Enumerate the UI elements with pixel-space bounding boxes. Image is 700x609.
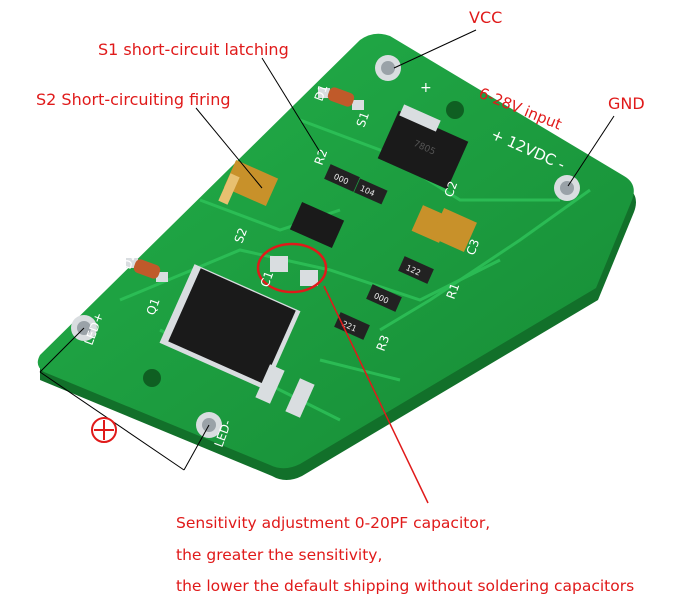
- note-line-3: the lower the default shipping without s…: [176, 577, 635, 595]
- pcb-board: [37, 33, 634, 469]
- capacitor-s2: [218, 159, 279, 207]
- silk-d2: D2: [120, 250, 139, 271]
- mounting-hole-gnd: [554, 175, 580, 201]
- regulator-chip: 7805: [377, 104, 469, 190]
- silk-q1: Q1: [144, 296, 163, 317]
- silk-s1: S1: [354, 110, 372, 129]
- label-s2: S2 Short-circuiting firing: [36, 90, 231, 109]
- smd-resistors: 000 104 122 000 221: [324, 164, 434, 340]
- silk-r1: R1: [444, 281, 463, 301]
- silk-c2: C2: [442, 179, 461, 199]
- label-vcc: VCC: [469, 8, 503, 27]
- silk-c1: C1: [258, 269, 277, 289]
- board-via: [143, 369, 161, 387]
- sensitivity-capacitor-pads: [270, 256, 318, 286]
- touch-ic: [289, 201, 345, 249]
- silk-r3: R3: [374, 333, 393, 353]
- capacitor-c3: [431, 208, 477, 252]
- note-line-2: the greater the sensitivity,: [176, 546, 383, 564]
- mosfet-q1: [159, 264, 315, 418]
- silk-c3: C3: [464, 237, 483, 257]
- silk-plus: +: [420, 80, 432, 96]
- silk-d1: D1: [312, 82, 331, 103]
- silk-r2: R2: [312, 147, 331, 167]
- label-gnd: GND: [608, 94, 645, 113]
- annotation-lines: [39, 29, 615, 471]
- sensitivity-leader-line: [323, 285, 429, 504]
- note-line-1: Sensitivity adjustment 0-20PF capacitor,: [176, 514, 491, 532]
- board-via-top: [446, 101, 464, 119]
- mounting-hole-top: [375, 55, 401, 81]
- silk-s2: S2: [232, 226, 250, 245]
- circled-minus-icon: [91, 417, 117, 443]
- sensitivity-highlight-circle: [256, 242, 328, 294]
- label-s1: S1 short-circuit latching: [98, 40, 289, 59]
- diode-d1: [318, 87, 364, 110]
- diode-d2: [126, 258, 168, 282]
